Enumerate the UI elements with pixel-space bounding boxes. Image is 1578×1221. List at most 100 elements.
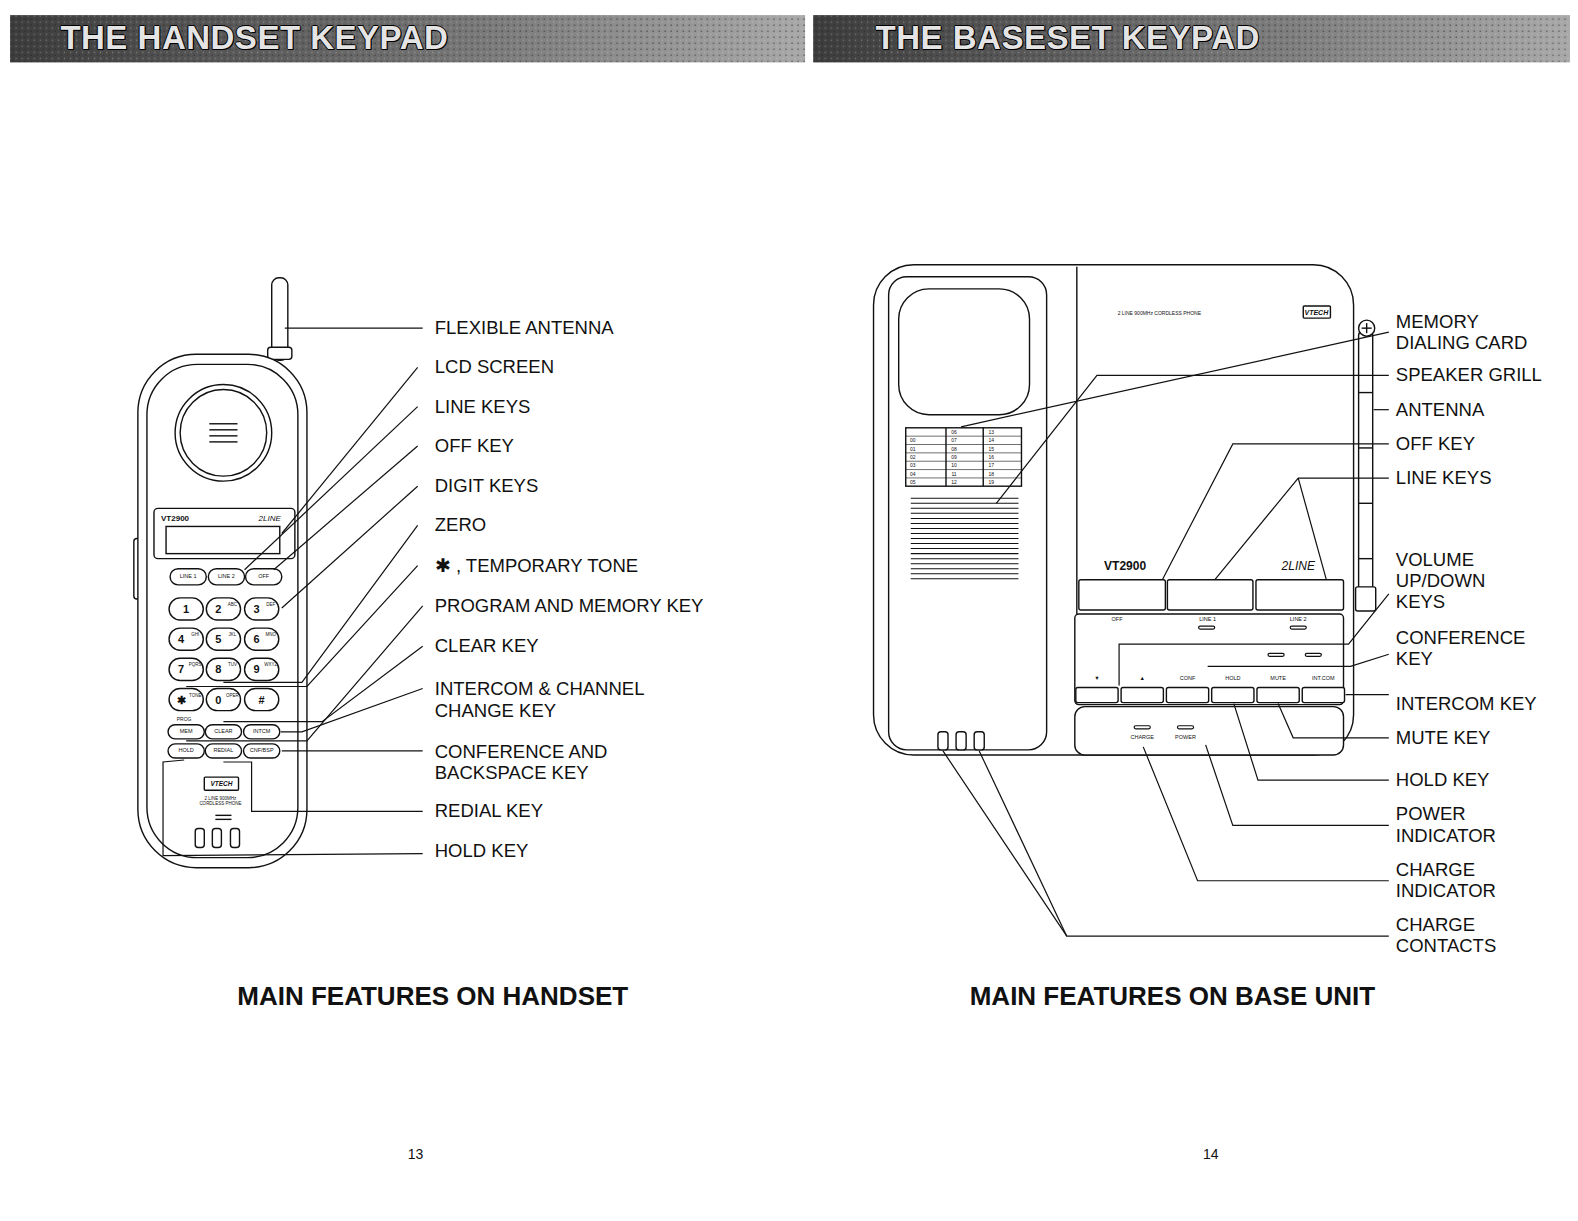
key-label: MUTE [1270, 677, 1286, 683]
base-unit-drawing [911, 513, 1019, 514]
handset-drawing [204, 777, 238, 790]
base-unit-drawing [911, 553, 1019, 554]
callout-label: SPEAKER GRILL [1396, 365, 1542, 386]
base-unit-drawing [911, 518, 1019, 519]
callout-label: OFF KEY [435, 435, 514, 456]
base-unit-drawing [1359, 558, 1373, 559]
base-unit-drawing [911, 508, 1019, 509]
card-number: 01 [910, 446, 916, 451]
leader-line [186, 606, 422, 741]
leader-lines [163, 328, 1389, 936]
handset-drawing [169, 658, 203, 680]
leader-line [1119, 594, 1389, 686]
handset-drawing [208, 569, 244, 585]
base-unit-drawing [906, 428, 1022, 486]
key-label: CONF [1180, 677, 1196, 683]
key-label: INTCM [253, 729, 270, 735]
key-label: 9 [254, 663, 260, 676]
key-label: 6 [254, 633, 260, 646]
handset-drawing [245, 628, 279, 650]
indicator-label: CHARGE [1130, 735, 1154, 741]
card-number: 03 [910, 463, 916, 468]
card-number: 08 [951, 446, 957, 451]
key-label: CNF/BSP [250, 748, 274, 754]
heading: THE BASESET KEYPAD [876, 19, 1260, 57]
page-number: 14 [1203, 1146, 1219, 1162]
base-unit-drawing [874, 265, 1376, 755]
leader-line [1346, 694, 1389, 695]
leader-line [1374, 409, 1389, 410]
base-unit-drawing [1167, 580, 1253, 610]
base-unit-drawing [983, 428, 984, 486]
key-letters: TONE [189, 693, 201, 698]
callout-label: CONFERENCE AND BACKSPACE KEY [435, 741, 635, 784]
leader-line [223, 762, 422, 811]
header-bar [10, 15, 805, 62]
key-letters: PQRS [189, 663, 202, 668]
model-label: VT2900 [1104, 560, 1146, 574]
base-unit-drawing [911, 498, 1019, 499]
base-unit-drawing [1166, 688, 1208, 703]
handset-drawing [230, 828, 239, 847]
base-unit-drawing [1177, 726, 1193, 729]
handset-drawing [195, 828, 204, 847]
key-label: LINE 1 [1199, 617, 1216, 623]
callout-label: MUTE KEY [1396, 727, 1491, 748]
handset-drawing [206, 598, 240, 620]
callout-label: INTERCOM KEY [1396, 693, 1537, 714]
key-label: 2 [215, 603, 221, 616]
callout-label: POWER INDICATOR [1396, 803, 1521, 846]
base-unit-drawing [911, 498, 1019, 579]
handset-drawing [147, 364, 298, 857]
key-letters: MNO [265, 633, 276, 638]
handset-drawing [209, 423, 237, 424]
base-unit-drawing [911, 503, 1019, 504]
handset-drawing [209, 435, 237, 436]
key-label: ▼ [1094, 677, 1099, 683]
handset-drawing [205, 744, 241, 758]
leader-line [1206, 745, 1389, 826]
leader-line [979, 751, 1067, 936]
base-unit-drawing [1199, 626, 1215, 629]
handset-drawing [170, 569, 206, 585]
handset-drawing [169, 598, 203, 620]
base-unit-drawing [1359, 393, 1373, 559]
model-label: 2LINE [259, 515, 281, 523]
key-label: ✱ [177, 693, 186, 706]
leader-line [186, 566, 417, 687]
leader-line [223, 525, 417, 682]
brand-logo: VTECH [1304, 309, 1328, 316]
base-unit-drawing [1076, 688, 1118, 703]
key-letters: JKL [229, 633, 237, 638]
key-label: LINE 2 [1290, 617, 1307, 623]
card-number: 02 [910, 454, 916, 459]
handset-drawing [169, 689, 203, 711]
handset-drawing [244, 725, 280, 739]
caption: MAIN FEATURES ON BASE UNIT [970, 982, 1375, 1012]
caption: MAIN FEATURES ON HANDSET [237, 982, 628, 1012]
handset-drawing [166, 526, 280, 553]
leader-line [943, 751, 1389, 936]
leader-line [282, 367, 418, 533]
base-unit-drawing [1302, 688, 1344, 703]
header-bar [813, 15, 1570, 62]
handset-drawing [205, 725, 241, 739]
handset-drawing [206, 689, 240, 711]
callout-label: MEMORY DIALING CARD [1396, 311, 1546, 354]
handset-drawing [215, 815, 231, 816]
base-unit-drawing [906, 461, 1022, 462]
base-unit-drawing [1359, 332, 1373, 589]
handset-drawing [169, 628, 203, 650]
leader-line [961, 332, 1389, 427]
base-unit-drawing [1305, 653, 1321, 656]
key-label: OFF [1112, 617, 1123, 623]
base-unit-drawing [874, 265, 1354, 755]
leader-line [1215, 478, 1389, 580]
callout-label: CONFERENCE KEY [1396, 627, 1546, 670]
base-unit-drawing [1212, 688, 1254, 703]
base-unit-drawing [1256, 580, 1344, 610]
base-unit-drawing [1079, 580, 1166, 610]
base-unit-drawing [1359, 447, 1373, 448]
card-number: 00 [910, 438, 916, 443]
